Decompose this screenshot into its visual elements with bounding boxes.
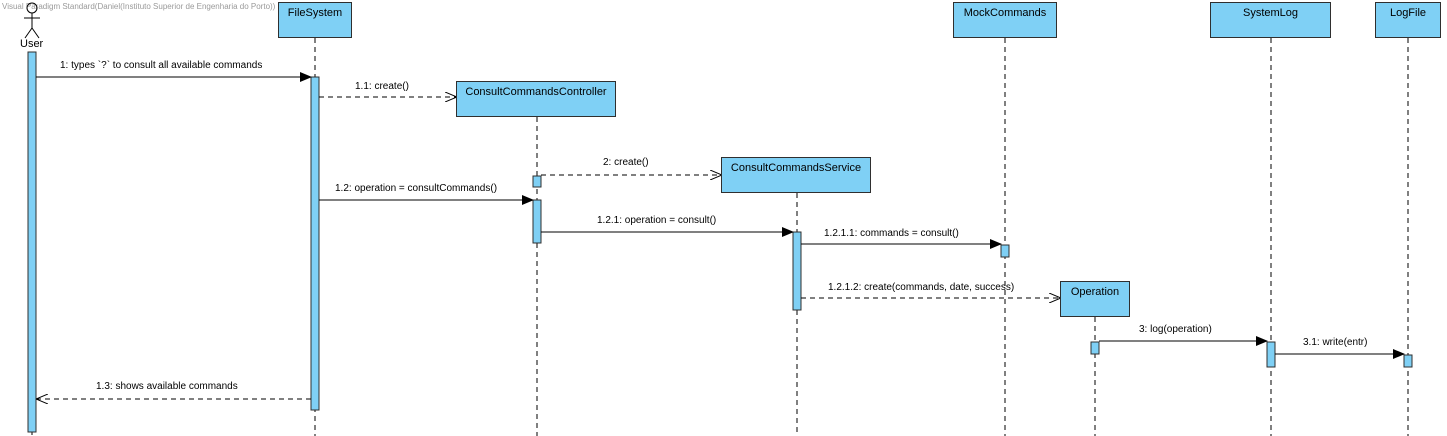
actor-label: User [20, 38, 44, 50]
message-label-1: 1: types `?` to consult all available co… [60, 60, 263, 71]
lifeline-box-logfile: LogFile [1375, 2, 1441, 38]
lifeline-box-filesystem: FileSystem [278, 2, 352, 38]
message-label-3-1: 3.1: write(entr) [1303, 337, 1368, 348]
lifeline-box-systemlog: SystemLog [1210, 2, 1331, 38]
activation-controller [532, 199, 542, 244]
message-label-1-2-1-2: 1.2.1.2: create(commands, date, success) [828, 282, 1015, 293]
activation-service [792, 231, 802, 311]
actor-icon [24, 2, 40, 39]
activation-user [27, 51, 37, 433]
message-label-1-2-1: 1.2.1: operation = consult() [597, 215, 717, 226]
lifeline-box-consultcommandscontroller: ConsultCommandsController [456, 81, 616, 117]
watermark: Visual Paradigm Standard(Daniel(Institut… [2, 2, 276, 11]
message-label-1-3: 1.3: shows available commands [96, 381, 238, 392]
activation-operation [1090, 341, 1100, 355]
activation-logfile [1403, 354, 1413, 368]
message-label-1-2: 1.2: operation = consultCommands() [335, 183, 498, 194]
activation-mockcommands [1000, 244, 1010, 258]
message-label-1-2-1-1: 1.2.1.1: commands = consult() [824, 228, 959, 239]
lifeline-box-operation: Operation [1060, 281, 1130, 317]
activation-filesystem [310, 76, 320, 411]
lifeline-box-mockcommands: MockCommands [953, 2, 1057, 38]
lifeline-box-consultcommandsservice: ConsultCommandsService [721, 157, 871, 193]
message-label-2: 2: create() [603, 157, 649, 168]
activation-systemlog [1266, 341, 1276, 368]
activation-controller-create [532, 175, 542, 188]
message-label-3: 3: log(operation) [1139, 324, 1212, 335]
message-label-1-1: 1.1: create() [355, 81, 409, 92]
